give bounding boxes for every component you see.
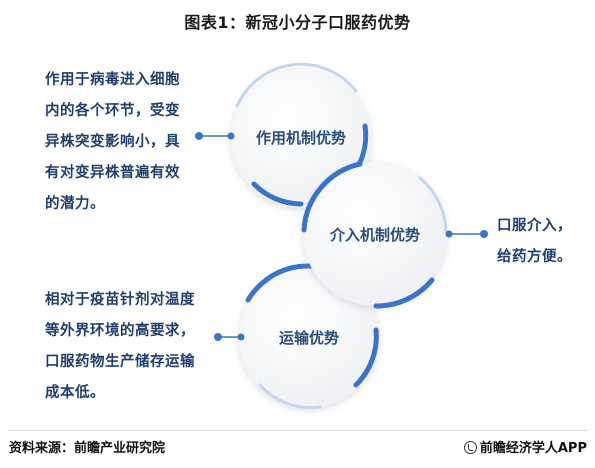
- connector-top: [195, 132, 235, 140]
- arc-light: [418, 176, 448, 234]
- description-line: 口服介入，: [497, 218, 572, 234]
- arc-accent: [251, 181, 304, 207]
- description-line: 的潜力。: [45, 196, 105, 212]
- arc-accent: [301, 161, 363, 233]
- description-line: 内的各个环节，受变: [45, 103, 180, 119]
- arc-light: [235, 62, 358, 108]
- description-line: 有对变异株普遍有效: [45, 165, 180, 181]
- brand-logo-icon: [463, 441, 477, 454]
- description-line: 异株突变影响小，具: [45, 134, 180, 150]
- description-line: 作用于病毒进入细胞: [45, 72, 180, 88]
- connector-bottom: [214, 333, 245, 341]
- brand-name: 前瞻经济学人APP: [479, 441, 587, 456]
- circle-label-intervention: 介入机制优势: [329, 226, 420, 244]
- description-mechanism: 作用于病毒进入细胞 内的各个环节，受变 异株突变影响小，具 有对变异株普遍有效 …: [45, 65, 180, 220]
- brand-credit: 前瞻经济学人APP: [463, 437, 587, 456]
- diagram-title: 图表1：新冠小分子口服药优势: [184, 13, 411, 32]
- description-line: 相对于疫苗针剂对温度: [45, 292, 195, 308]
- description-line: 口服药物生产储存运输: [45, 354, 195, 370]
- description-intervention: 口服介入， 给药方便。: [497, 211, 572, 273]
- circle-intervention: [301, 161, 448, 309]
- description-line: 成本低。: [45, 385, 105, 401]
- circle-label-transport: 运输优势: [278, 329, 339, 347]
- description-line: 等外界环境的高要求，: [45, 323, 195, 339]
- description-transport: 相对于疫苗针剂对温度 等外界环境的高要求， 口服药物生产储存运输 成本低。: [45, 285, 195, 409]
- arc-accent: [353, 327, 379, 388]
- arc-accent: [373, 277, 435, 309]
- circle-label-mechanism: 作用机制优势: [255, 129, 346, 147]
- source-note: 资料来源：前瞻产业研究院: [9, 441, 166, 456]
- arc-light: [258, 383, 322, 410]
- connector-right: [445, 230, 488, 238]
- footer-divider: [8, 430, 588, 431]
- description-line: 给药方便。: [497, 249, 572, 265]
